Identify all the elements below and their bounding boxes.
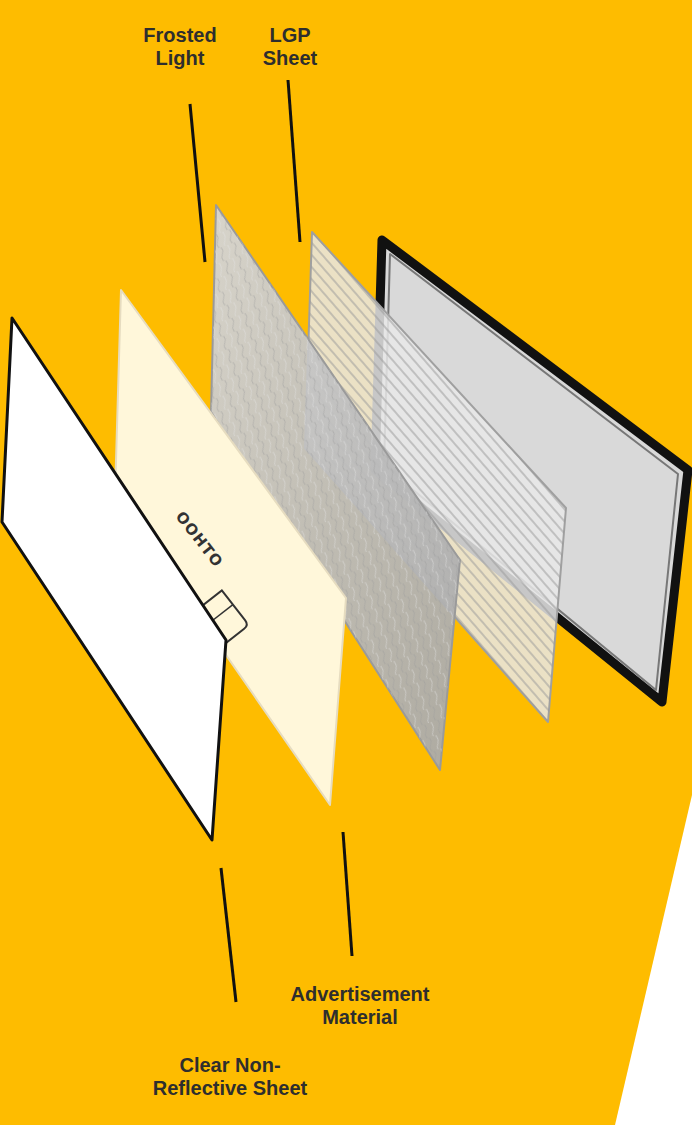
part-label: Clear Non-Reflective Sheet [140, 1054, 320, 1100]
part-label: LGP Sheet [250, 24, 330, 70]
clear-sheet [2, 318, 226, 840]
part-label: Advertisement Material [270, 983, 450, 1029]
part-label: Frosted Light [130, 24, 230, 70]
leader-line [190, 104, 205, 262]
leader-line [288, 80, 300, 242]
leader-line [343, 832, 352, 956]
leader-line [221, 868, 236, 1002]
